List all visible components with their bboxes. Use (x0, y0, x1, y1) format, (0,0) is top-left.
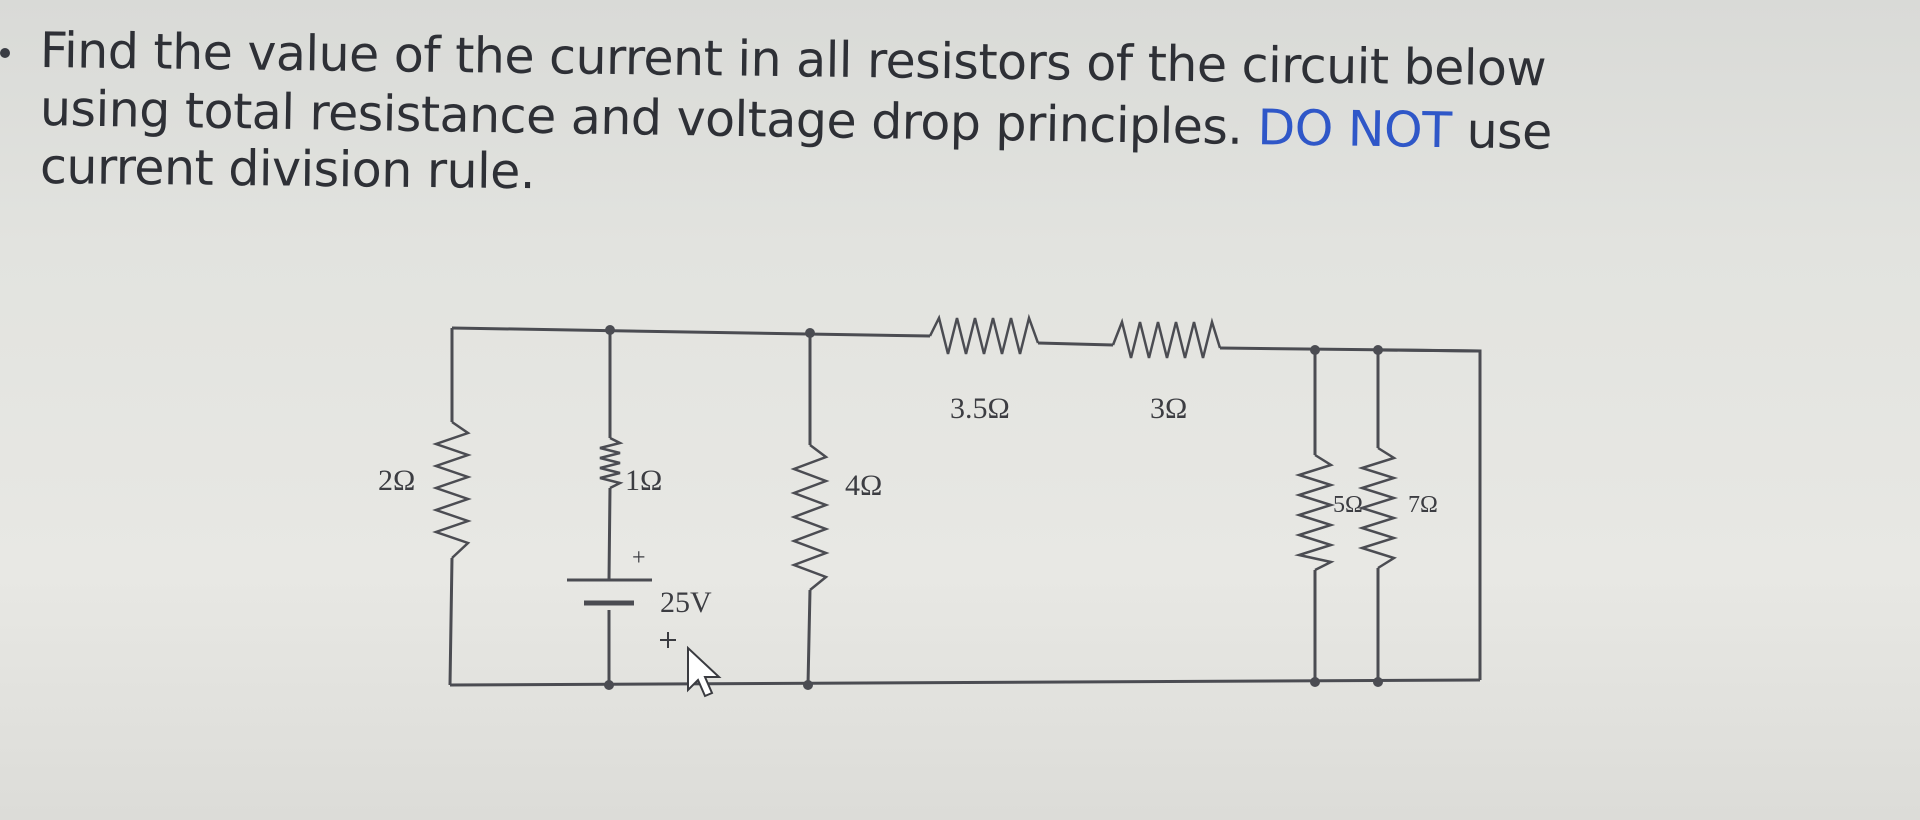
label-3-ohm: 3Ω (1150, 392, 1187, 425)
label-2-ohm: 2Ω (378, 464, 415, 497)
resistor-7-ohm (1357, 446, 1399, 570)
left-wire (448, 328, 454, 686)
resistor-5-ohm (1294, 453, 1336, 572)
resistor-4-ohm (790, 444, 830, 591)
mouse-cursor-icon (660, 632, 722, 698)
label-3-5-ohm: 3.5Ω (950, 392, 1010, 425)
junction-dot (604, 680, 614, 690)
resistor-2-ohm (432, 420, 472, 559)
resistor-3-5-ohm (928, 313, 1040, 355)
junction-dot (1310, 345, 1320, 355)
battery-branch-wire (607, 330, 612, 685)
resistor-3-ohm (1111, 317, 1222, 359)
top-wire (451, 326, 931, 338)
battery-plus-sign: + (632, 545, 646, 571)
junction-dot (605, 325, 615, 335)
label-25v: 25V (660, 586, 712, 619)
label-7-ohm: 7Ω (1408, 492, 1438, 518)
label-5-ohm: 5Ω (1333, 492, 1363, 518)
junction-dot (1373, 345, 1383, 355)
bottom-wire (449, 678, 1481, 687)
junction-dot (1310, 677, 1320, 687)
label-1-ohm: 1Ω (625, 464, 662, 497)
middle-wire (806, 333, 812, 686)
bullet-icon (0, 48, 10, 58)
top-wire-mid (1037, 341, 1114, 347)
junction-dot (803, 680, 813, 690)
label-4-ohm: 4Ω (845, 469, 882, 502)
far-right-wire (1377, 348, 1482, 680)
junction-dot (1373, 677, 1383, 687)
junction-dot (805, 328, 815, 338)
resistor-1-ohm (599, 436, 624, 490)
